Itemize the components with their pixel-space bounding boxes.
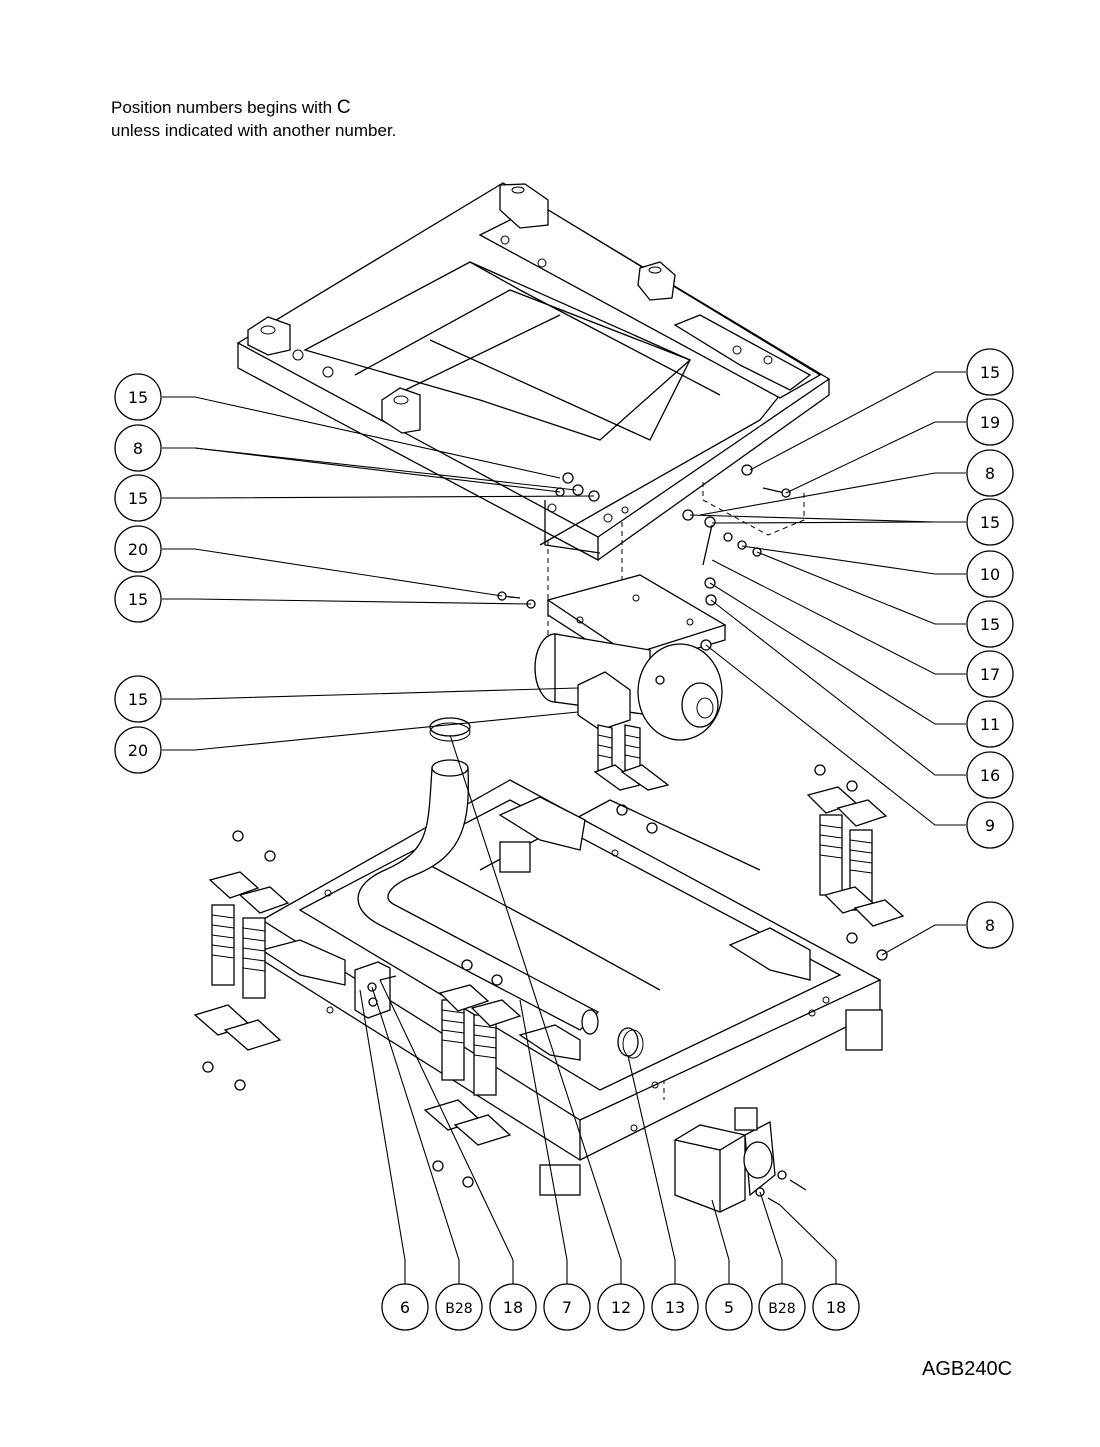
- svg-text:8: 8: [985, 464, 995, 483]
- spring-mounts: [193, 764, 905, 1188]
- svg-text:18: 18: [826, 1298, 846, 1317]
- svg-text:8: 8: [133, 439, 143, 458]
- callout-column-right: 15 19 8 15 10 15 17 11 16 9 8: [966, 348, 1014, 949]
- svg-text:18: 18: [503, 1298, 523, 1317]
- base-frame: [260, 779, 883, 1196]
- callout-bubble: 11: [966, 700, 1014, 748]
- svg-text:10: 10: [980, 565, 1000, 584]
- callout-bubble: 15: [114, 373, 162, 421]
- svg-text:7: 7: [562, 1298, 572, 1317]
- svg-text:5: 5: [724, 1298, 734, 1317]
- callout-bubble: 16: [966, 751, 1014, 799]
- callout-bubble: 15: [966, 498, 1014, 546]
- svg-text:15: 15: [128, 690, 148, 709]
- note-line-2: unless indicated with another number.: [111, 121, 397, 140]
- callout-bubble: 19: [966, 398, 1014, 446]
- callout-bubble: 7: [543, 1283, 591, 1331]
- svg-text:19: 19: [980, 413, 1000, 432]
- callout-bubble: 15: [966, 348, 1014, 396]
- svg-text:15: 15: [980, 363, 1000, 382]
- leader-lines: [162, 371, 966, 1285]
- callout-bubble: B28: [435, 1283, 483, 1331]
- svg-text:9: 9: [985, 816, 995, 835]
- callout-bubble: 8: [114, 424, 162, 472]
- svg-text:12: 12: [611, 1298, 631, 1317]
- callout-bubble: 12: [597, 1283, 645, 1331]
- callout-bubble: 15: [114, 675, 162, 723]
- note-line-1: Position numbers begins with C: [111, 97, 351, 118]
- callout-bubble: 17: [966, 650, 1014, 698]
- svg-text:8: 8: [985, 916, 995, 935]
- drawing-number: AGB240C: [922, 1358, 1013, 1380]
- svg-text:6: 6: [400, 1298, 410, 1317]
- callout-bubble: 13: [651, 1283, 699, 1331]
- svg-text:15: 15: [980, 513, 1000, 532]
- control-box: [674, 1107, 807, 1213]
- svg-text:15: 15: [128, 388, 148, 407]
- callout-bubble: 8: [966, 449, 1014, 497]
- callout-bubble: 9: [966, 801, 1014, 849]
- callout-bubble: 10: [966, 550, 1014, 598]
- svg-text:17: 17: [980, 665, 1000, 684]
- callout-bubble: 15: [966, 600, 1014, 648]
- svg-text:13: 13: [665, 1298, 685, 1317]
- callout-bubble: 20: [114, 525, 162, 573]
- svg-text:B28: B28: [768, 1301, 795, 1317]
- svg-text:15: 15: [128, 489, 148, 508]
- callout-bubble: 15: [114, 575, 162, 623]
- callout-bubble: 20: [114, 726, 162, 774]
- callout-row-bottom: 6 B28 18 7 12 13 5 B28 18: [381, 1283, 860, 1331]
- callout-bubble: 15: [114, 474, 162, 522]
- svg-text:15: 15: [980, 615, 1000, 634]
- svg-text:B28: B28: [445, 1301, 472, 1317]
- callout-bubble: 5: [705, 1283, 753, 1331]
- svg-text:16: 16: [980, 766, 1000, 785]
- prefix-letter: C: [336, 97, 351, 118]
- callout-bubble: 6: [381, 1283, 429, 1331]
- svg-text:20: 20: [128, 741, 148, 760]
- callout-bubble: 18: [489, 1283, 537, 1331]
- svg-text:15: 15: [128, 590, 148, 609]
- position-note: Position numbers begins with C unless in…: [111, 96, 396, 142]
- callout-bubble: 18: [812, 1283, 860, 1331]
- svg-text:11: 11: [980, 715, 1000, 734]
- engine-unit: [497, 509, 762, 834]
- upper-frame: [236, 182, 831, 562]
- callout-bubble: 8: [966, 901, 1014, 949]
- callout-bubble: B28: [758, 1283, 806, 1331]
- svg-text:20: 20: [128, 540, 148, 559]
- callout-column-left: 15 8 15 20 15 15 20: [114, 373, 162, 774]
